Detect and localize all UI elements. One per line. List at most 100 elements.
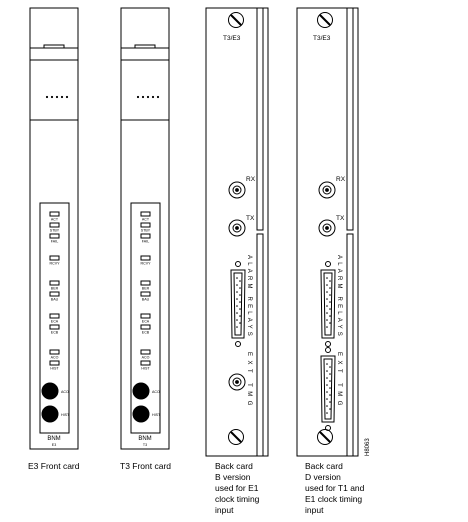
caption-line: B version — [215, 472, 251, 482]
alarm-relays-label: ALARM RELAYS — [336, 255, 342, 339]
screw-icon[interactable] — [228, 12, 244, 28]
caption-line: input — [215, 505, 234, 515]
caption-line: used for E1 — [215, 483, 259, 493]
led-label: STBY — [50, 229, 60, 233]
caption-back-card-d: Back card D version used for T1 and E1 c… — [305, 461, 364, 516]
vent-dots — [45, 95, 69, 99]
led-icon — [140, 324, 151, 330]
back-card-d — [296, 7, 359, 457]
screw-icon[interactable] — [317, 429, 333, 445]
led-label: ECB — [142, 331, 150, 335]
led-label: RCVY — [141, 262, 152, 266]
caption-line: E1 clock timing — [305, 494, 363, 504]
card-top-label: T3/E3 — [313, 35, 331, 42]
module-name: BNM — [138, 436, 151, 442]
caption-line: T3 Front card — [120, 461, 172, 471]
caption-line: D version — [305, 472, 341, 482]
led-label: ECA — [51, 320, 59, 324]
rx-label: RX — [246, 176, 256, 183]
push-button-icon[interactable] — [41, 405, 59, 423]
led-label: ECB — [51, 331, 59, 335]
caption-line: input — [305, 505, 324, 515]
module-sub: E3 — [52, 443, 56, 447]
rx-label: RX — [336, 176, 346, 183]
led-icon — [140, 222, 151, 228]
led-label: BAU — [142, 298, 150, 302]
led-icon — [49, 291, 60, 297]
bnc-connector-icon[interactable] — [228, 373, 246, 391]
led-label: HIST — [141, 367, 150, 371]
led-icon — [140, 211, 151, 217]
led-label: ACO — [51, 356, 59, 360]
led-label: BER — [51, 287, 59, 291]
back-card-b-labels: T3/E3 RX TX ALARM RELAYS EXT TMG — [223, 35, 256, 410]
led-icon — [49, 349, 60, 355]
caption-line: Back card — [305, 461, 343, 471]
led-icon — [49, 233, 60, 239]
led-label: ACO — [142, 356, 150, 360]
card-top-label: T3/E3 — [223, 35, 241, 42]
led-icon — [49, 211, 60, 217]
db15-connector-icon[interactable] — [320, 261, 336, 347]
module-sub: T3 — [143, 443, 147, 447]
caption-line: E3 Front card — [28, 461, 80, 471]
ext-tmg-label: EXT TMG — [336, 352, 342, 410]
led-label: ACT — [51, 218, 59, 222]
front-card-e3-labels: ACT STBY FAIL RCVY BER BAU ECA ECB ACO H… — [47, 218, 70, 448]
led-label: HIST — [50, 367, 59, 371]
screw-icon[interactable] — [228, 429, 244, 445]
front-card-t3-labels: ACT STBY FAIL RCVY BER BAU ECA ECB ACO H… — [138, 218, 161, 448]
led-icon — [49, 222, 60, 228]
led-icon — [49, 313, 60, 319]
caption-back-card-b: Back card B version used for E1 clock ti… — [215, 461, 259, 516]
caption-e3-front: E3 Front card — [28, 461, 80, 472]
led-icon — [140, 349, 151, 355]
push-button-icon[interactable] — [41, 382, 59, 400]
tx-label: TX — [246, 215, 255, 222]
led-label: STBY — [141, 229, 151, 233]
back-card-d-labels: T3/E3 RX TX ALARM RELAYS EXT TMG — [313, 35, 346, 410]
led-label: FAIL — [142, 240, 149, 244]
bnc-connector-icon[interactable] — [228, 219, 246, 237]
caption-line: Back card — [215, 461, 253, 471]
ext-tmg-label: EXT TMG — [246, 352, 252, 410]
led-icon — [49, 255, 60, 261]
front-card-t3 — [120, 7, 170, 450]
caption-t3-front: T3 Front card — [120, 461, 171, 472]
bnc-connector-icon[interactable] — [318, 181, 336, 199]
button-label: ACO — [152, 390, 160, 394]
led-label: BAU — [51, 298, 59, 302]
button-label: ACO — [61, 390, 69, 394]
button-label: HIST — [61, 413, 70, 417]
bnc-connector-icon[interactable] — [228, 181, 246, 199]
screw-icon[interactable] — [317, 12, 333, 28]
button-label: HIST — [152, 413, 161, 417]
led-icon — [49, 280, 60, 286]
tx-label: TX — [336, 215, 345, 222]
push-button-icon[interactable] — [132, 382, 150, 400]
back-card-b — [205, 7, 269, 457]
led-label: ACT — [142, 218, 150, 222]
front-card-e3 — [29, 7, 79, 450]
led-label: ECA — [142, 320, 150, 324]
caption-line: used for T1 and — [305, 483, 365, 493]
push-button-icon[interactable] — [132, 405, 150, 423]
alarm-relays-label: ALARM RELAYS — [246, 255, 252, 339]
vent-dots — [136, 95, 160, 99]
led-icon — [140, 360, 151, 366]
led-icon — [49, 360, 60, 366]
db15-connector-icon[interactable] — [320, 347, 336, 431]
db15-connector-icon[interactable] — [230, 261, 246, 347]
led-icon — [140, 280, 151, 286]
bnc-connector-icon[interactable] — [318, 219, 336, 237]
led-label: RCVY — [50, 262, 61, 266]
led-group — [140, 211, 151, 366]
led-icon — [140, 255, 151, 261]
led-group — [49, 211, 60, 366]
led-label: FAIL — [51, 240, 58, 244]
led-icon — [49, 324, 60, 330]
module-name: BNM — [47, 436, 60, 442]
caption-line: clock timing — [215, 494, 260, 504]
led-label: BER — [142, 287, 150, 291]
